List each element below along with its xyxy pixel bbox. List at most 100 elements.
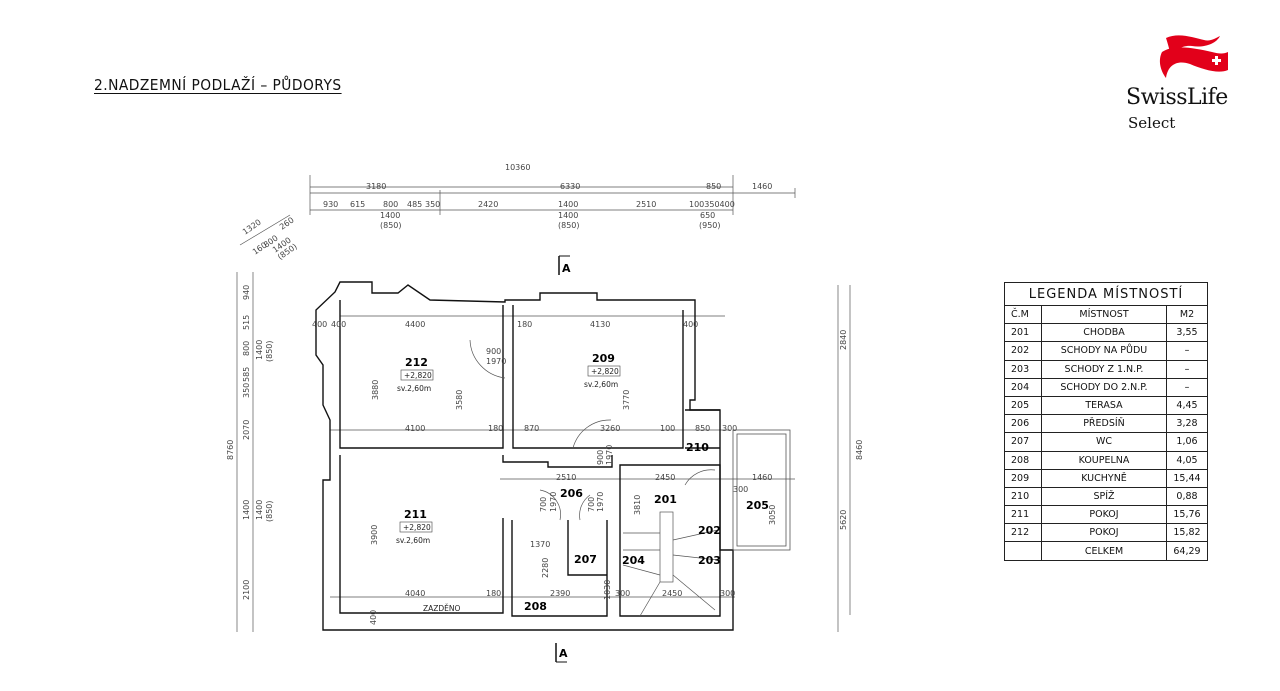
dimension-label: 260 [278, 216, 296, 232]
room-number-203: 203 [698, 554, 721, 567]
dimension-label: 400 [369, 610, 378, 625]
dimension-label: (950) [699, 221, 721, 230]
room-number-210: 210 [686, 441, 709, 454]
dimension-label: 2420 [478, 200, 498, 209]
dimension-label: 3050 [768, 505, 777, 525]
legend-cell-area: 15,76 [1166, 505, 1208, 525]
dimension-label: 2450 [655, 473, 675, 482]
dimension-label: 1970 [596, 492, 605, 512]
dimension-label: 1400 [255, 500, 264, 520]
section-label: A [562, 262, 571, 275]
legend-cell-number: 203 [1004, 359, 1042, 379]
dimension-label: 4400 [405, 320, 425, 329]
walled-note: ZAZDĚNO [423, 604, 461, 613]
legend-cell-room: POKOJ [1041, 505, 1167, 525]
dimension-label: 10360 [505, 163, 530, 172]
legend-cell-room: SPÍŽ [1041, 486, 1167, 507]
legend-cell-number: 212 [1004, 523, 1042, 543]
dimension-label: 6330 [560, 182, 580, 191]
room-number-207: 207 [574, 553, 597, 566]
dimension-label: 585 [242, 367, 251, 382]
dimension-label: 1460 [752, 182, 772, 191]
swisslife-logo: SwissLife Select [1124, 30, 1249, 135]
dimension-label: 900 [596, 450, 605, 465]
dimension-label: 4130 [590, 320, 610, 329]
dimension-label: 900 [486, 347, 501, 356]
dimension-label: 100350400 [689, 200, 735, 209]
legend-cell-area: 0,88 [1166, 486, 1208, 507]
legend-cell-area: 1,06 [1166, 432, 1208, 452]
dimension-label: 1370 [530, 540, 550, 549]
dimension-label: 850 [695, 424, 710, 433]
dimension-label: 870 [524, 424, 539, 433]
dimension-label: 4040 [405, 589, 425, 598]
legend-cell-room: SCHODY DO 2.N.P. [1041, 377, 1167, 397]
dimension-label: 300 [733, 485, 748, 494]
swisslife-swirl-icon [1159, 35, 1228, 78]
dimension-label: 1400 [255, 340, 264, 360]
dimension-label: 400 [683, 320, 698, 329]
section-mark-bottom: A [555, 643, 568, 663]
legend-cell-room: POKOJ [1041, 523, 1167, 543]
dimension-label: 8760 [226, 440, 235, 460]
legend-cell-room: CHODBA [1041, 323, 1167, 343]
dimension-label: 8460 [855, 440, 864, 460]
dimension-label: 2510 [636, 200, 656, 209]
dimension-label: 1400 [242, 500, 251, 520]
legend-header-area: M2 [1166, 304, 1208, 325]
dimension-label: (850) [265, 500, 274, 522]
level-box [399, 521, 433, 533]
legend-cell-number: 208 [1004, 450, 1042, 470]
dimension-label: 350 [425, 200, 440, 209]
room-number-206: 206 [560, 487, 583, 500]
legend-cell-area: – [1166, 377, 1208, 397]
walls [315, 281, 734, 631]
ceiling-height: sv.2,60m [397, 384, 431, 393]
dimension-label: 3180 [366, 182, 386, 191]
legend-cell-room: WC [1041, 432, 1167, 452]
dimension-label: 400 [331, 320, 346, 329]
room-number-204: 204 [622, 554, 645, 567]
floor-level: +2,820 [404, 371, 432, 380]
dimension-label: 3900 [370, 525, 379, 545]
dimension-label: 4100 [405, 424, 425, 433]
level-box [400, 369, 434, 381]
dimension-lines [236, 175, 851, 632]
legend-cell-number: 204 [1004, 377, 1042, 397]
drawing-title: 2.NADZEMNÍ PODLAŽÍ – PŮDORYS [94, 76, 342, 94]
dimension-label: 300 [722, 424, 737, 433]
legend-caption: LEGENDA MÍSTNOSTÍ [1004, 282, 1208, 306]
dimension-label: 3810 [633, 495, 642, 515]
dimension-label: 350 [242, 383, 251, 398]
ceiling-height: sv.2,60m [584, 380, 618, 389]
terrace-outline [732, 429, 791, 551]
floor-level: +2,820 [403, 523, 431, 532]
dimension-label: 3260 [600, 424, 620, 433]
legend-cell-room: KOUPELNA [1041, 450, 1167, 470]
legend-cell-area: 15,82 [1166, 523, 1208, 543]
dimension-label: 485 [407, 200, 422, 209]
dimension-label: 615 [350, 200, 365, 209]
logo-brand-text: SwissLife [1126, 85, 1228, 110]
legend-cell-area: 4,45 [1166, 395, 1208, 416]
section-mark-top: A [558, 255, 571, 275]
dimension-label: (850) [265, 340, 274, 362]
dimension-label: 3770 [622, 390, 631, 410]
legend-cell-area: 4,05 [1166, 450, 1208, 470]
legend-cell-area: 15,44 [1166, 468, 1208, 488]
room-number-202: 202 [698, 524, 721, 537]
dimension-label: 2390 [550, 589, 570, 598]
doors [469, 339, 716, 521]
legend-cell-room: SCHODY Z 1.N.P. [1041, 359, 1167, 379]
room-number-211: 211 [404, 508, 427, 521]
legend-cell-number: 205 [1004, 395, 1042, 416]
